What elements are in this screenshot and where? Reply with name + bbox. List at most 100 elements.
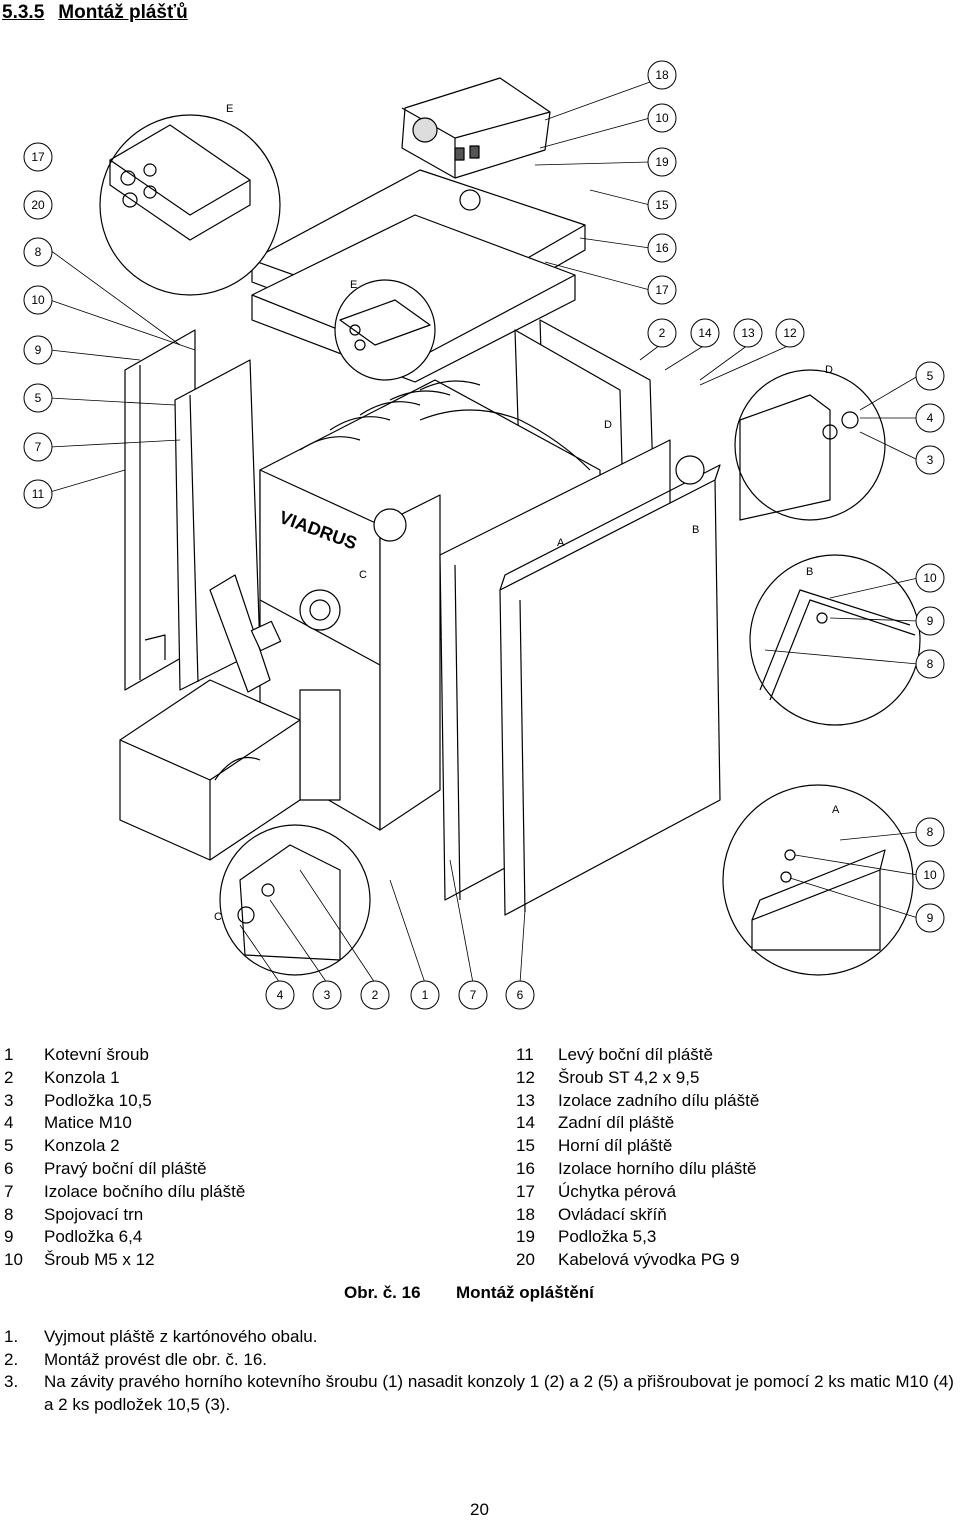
detail-letter-c2: C xyxy=(359,569,367,581)
step-item: 1.Vyjmout pláště z kartónového obalu. xyxy=(4,1327,318,1346)
svg-text:20: 20 xyxy=(31,198,45,212)
callouts: 18 10 19 15 16 17 17 20 8 10 9 5 7 11 2 … xyxy=(23,60,945,1010)
callout-11-left: 11 xyxy=(23,479,53,509)
leader-lines xyxy=(49,81,919,984)
svg-text:10: 10 xyxy=(31,293,45,307)
detail-letter-a: A xyxy=(832,804,840,816)
callout-4-d: 4 xyxy=(915,403,945,433)
svg-text:17: 17 xyxy=(655,283,669,297)
svg-text:5: 5 xyxy=(35,391,42,405)
detail-circle-b xyxy=(749,554,921,726)
callout-5-left: 5 xyxy=(23,383,53,413)
step-item: 2.Montáž provést dle obr. č. 16. xyxy=(4,1349,268,1369)
detail-letter-c: C xyxy=(214,911,222,923)
detail-circle-a xyxy=(722,784,914,976)
svg-text:2: 2 xyxy=(372,988,379,1002)
figure-label: Obr. č. 16 xyxy=(344,1283,421,1302)
callout-20-e: 20 xyxy=(23,190,53,220)
svg-text:4: 4 xyxy=(927,411,934,425)
svg-text:18: 18 xyxy=(655,68,669,82)
svg-text:12: 12 xyxy=(783,326,797,340)
callout-8-a: 8 xyxy=(915,817,945,847)
svg-text:3: 3 xyxy=(927,453,934,467)
svg-text:8: 8 xyxy=(927,657,934,671)
callout-2-bottom: 2 xyxy=(360,980,390,1010)
callout-7-left: 7 xyxy=(23,432,53,462)
svg-text:13: 13 xyxy=(741,326,755,340)
detail-letter-b: B xyxy=(806,566,813,578)
svg-text:7: 7 xyxy=(35,440,42,454)
callout-9-a: 9 xyxy=(915,903,945,933)
callout-1-bottom: 1 xyxy=(410,980,440,1010)
detail-circle-d xyxy=(734,369,886,521)
callout-9-b: 9 xyxy=(915,606,945,636)
callout-17: 17 xyxy=(647,275,677,305)
callout-2-mid: 2 xyxy=(647,318,677,348)
step-item: 3.Na závity pravého horního kotevního šr… xyxy=(4,1372,954,1414)
detail-circle-e xyxy=(99,114,281,296)
svg-text:5: 5 xyxy=(927,369,934,383)
svg-text:17: 17 xyxy=(31,150,45,164)
svg-text:2: 2 xyxy=(659,326,666,340)
figure-title: Montáž opláštění xyxy=(456,1283,594,1302)
svg-text:10: 10 xyxy=(923,571,937,585)
svg-text:15: 15 xyxy=(655,198,669,212)
callout-7-bottom: 7 xyxy=(458,980,488,1010)
callout-14-mid: 14 xyxy=(690,318,720,348)
svg-text:7: 7 xyxy=(470,988,477,1002)
detail-letter-b2: B xyxy=(692,524,699,536)
svg-text:9: 9 xyxy=(927,614,934,628)
svg-text:16: 16 xyxy=(655,241,669,255)
detail-letter-a2: A xyxy=(557,537,565,549)
detail-letter-d2: D xyxy=(604,419,612,431)
svg-text:1: 1 xyxy=(422,988,429,1002)
section-number: 5.3.5 xyxy=(2,2,45,23)
callout-3-d: 3 xyxy=(915,445,945,475)
callout-4-bottom: 4 xyxy=(265,980,295,1010)
callout-10: 10 xyxy=(647,103,677,133)
callout-12-mid: 12 xyxy=(775,318,805,348)
svg-text:8: 8 xyxy=(927,825,934,839)
svg-text:10: 10 xyxy=(923,868,937,882)
detail-letter-d: D xyxy=(825,364,833,376)
callout-18: 18 xyxy=(647,60,677,90)
svg-text:19: 19 xyxy=(655,155,669,169)
svg-text:4: 4 xyxy=(277,988,284,1002)
pellet-burner xyxy=(119,574,301,861)
svg-text:11: 11 xyxy=(32,487,45,501)
callout-6-bottom: 6 xyxy=(505,980,535,1010)
callout-13-mid: 13 xyxy=(733,318,763,348)
callout-15: 15 xyxy=(647,190,677,220)
callout-10-b: 10 xyxy=(915,563,945,593)
detail-circle-e2 xyxy=(334,279,436,381)
callout-8-b: 8 xyxy=(915,649,945,679)
callout-16: 16 xyxy=(647,233,677,263)
detail-circle-c xyxy=(219,824,371,976)
callout-5-d: 5 xyxy=(915,361,945,391)
detail-letter-e2: E xyxy=(350,279,357,291)
detail-letter-e: E xyxy=(226,103,233,115)
assembly-drawing: VIADRUS E E D D B B A A C C xyxy=(23,60,945,1010)
page-number: 20 xyxy=(470,1500,489,1519)
callout-10-a: 10 xyxy=(915,860,945,890)
callout-17-e: 17 xyxy=(23,142,53,172)
